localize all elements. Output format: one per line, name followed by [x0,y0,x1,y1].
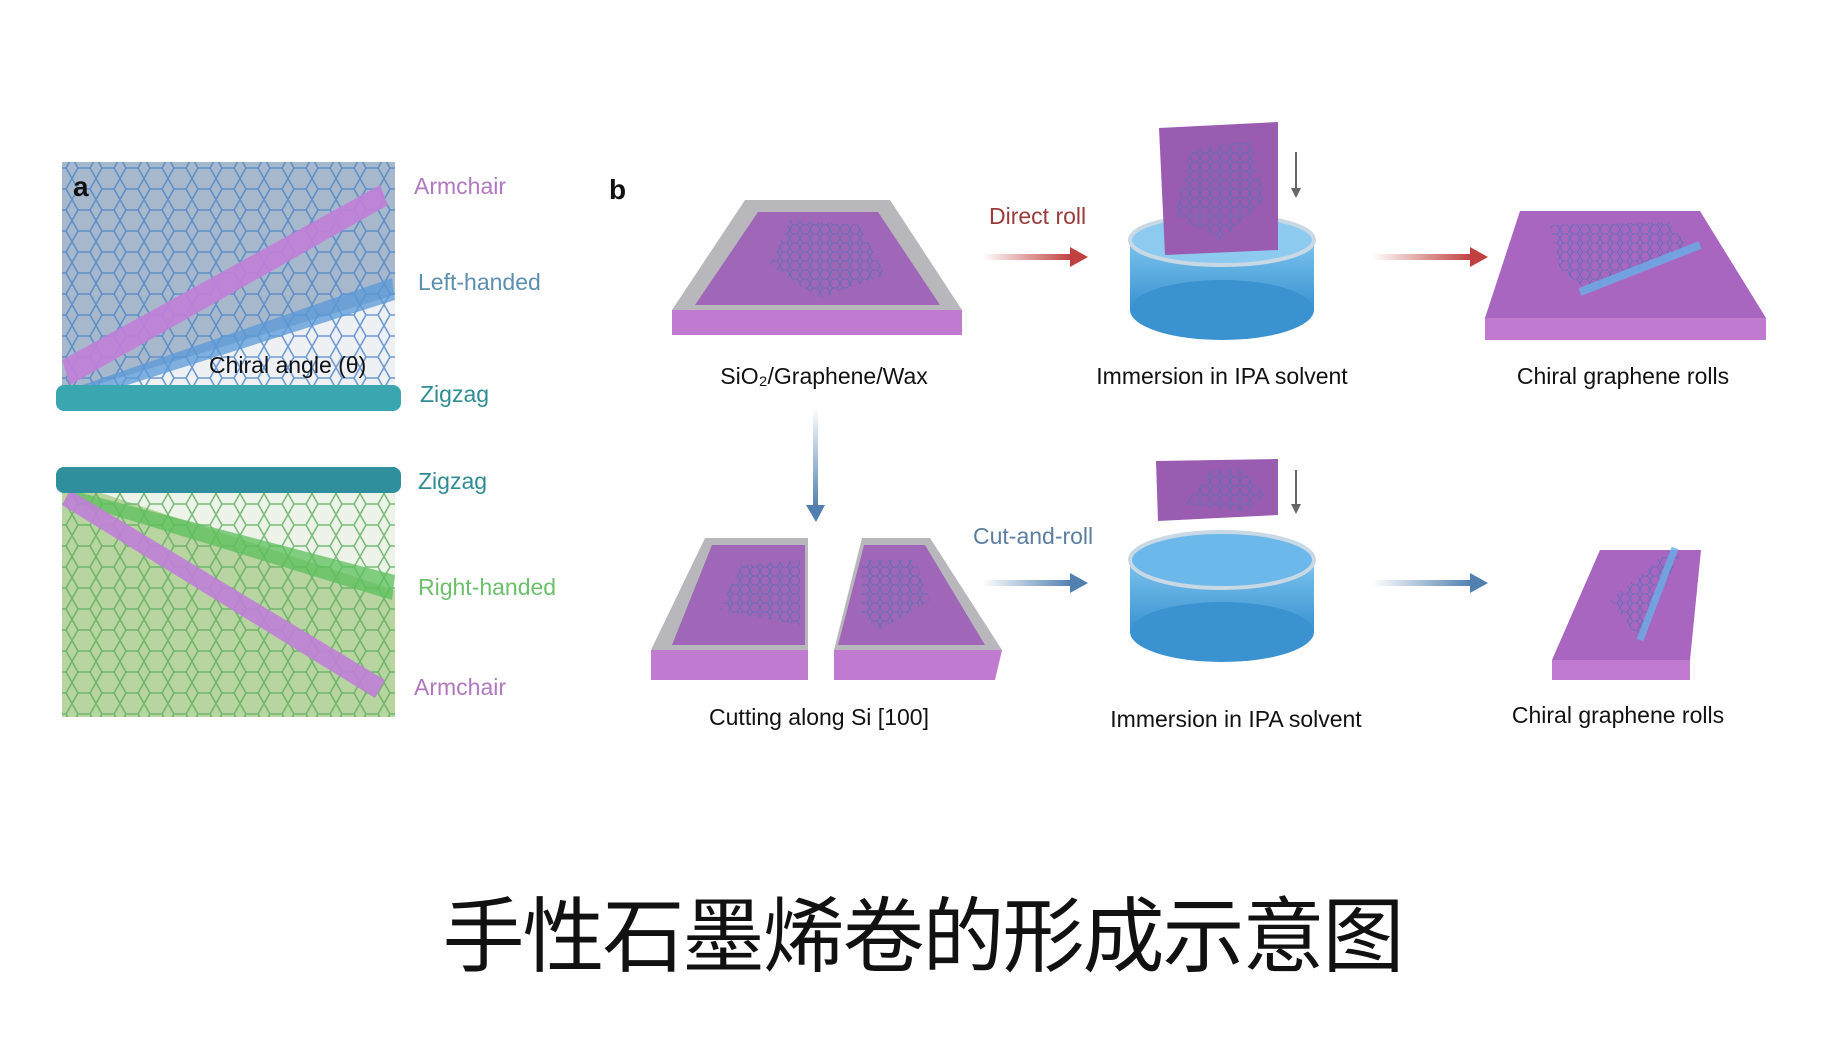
step-label-1: SiO₂/Graphene/Wax [720,363,928,389]
zigzag-label: Zigzag [420,381,489,407]
step-label-3: Chiral graphene rolls [1517,363,1729,389]
cut-and-roll-label: Cut-and-roll [973,523,1093,549]
caption-title: 手性石墨烯卷的形成示意图 [442,890,1404,985]
armchair-label-bottom: Armchair [414,674,506,700]
chiral-roll-result [1485,211,1766,340]
panel-a-right-handed [56,467,401,717]
armchair-roll-bottom [62,490,385,698]
panel-a-left-handed [56,162,401,411]
beaker [1128,122,1316,340]
left-handed-label: Left-handed [418,269,541,295]
arrow-down-icon [806,408,825,522]
panel-b-label: b [609,174,626,205]
direct-roll-label: Direct roll [989,203,1086,229]
down-arrow-icon [1291,152,1301,198]
beaker-2 [1128,459,1316,662]
right-handed-roll [70,490,395,600]
substrate-wax [672,200,962,335]
arrow-right-icon [982,247,1088,267]
chiral-angle-label: Chiral angle (θ) [209,352,366,378]
armchair-roll [62,185,388,385]
arrow-right-icon [1372,247,1488,267]
zigzag-roll-bottom [56,467,401,493]
step-label-2: Immersion in IPA solvent [1096,363,1348,389]
zigzag-roll [56,385,401,411]
panel-a-label: a [73,171,89,202]
cut-substrates [651,538,1002,680]
zigzag-label-bottom: Zigzag [418,468,487,494]
step-label-6: Chiral graphene rolls [1512,702,1724,728]
left-handed-roll [62,278,395,400]
arrow-right-icon [982,573,1088,593]
armchair-label: Armchair [414,173,506,199]
right-handed-label: Right-handed [418,574,556,600]
step-label-5: Immersion in IPA solvent [1110,706,1362,732]
arrow-right-icon [1372,573,1488,593]
chiral-roll-result-2 [1552,546,1701,680]
down-arrow-icon [1291,470,1301,514]
step-label-4: Cutting along Si [100] [709,704,929,730]
